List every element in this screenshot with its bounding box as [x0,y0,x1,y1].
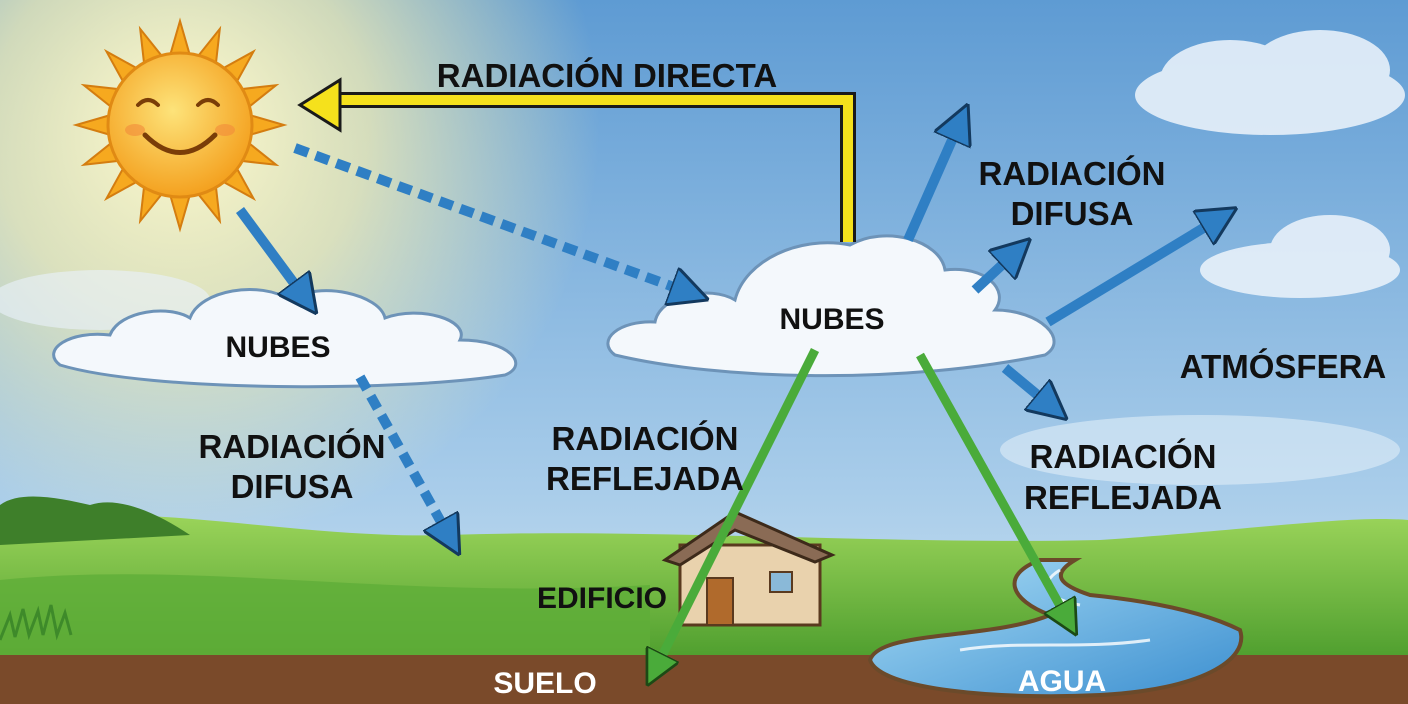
label-reflected-right-1: RADIACIÓN [1030,438,1217,475]
cloud-left [52,288,518,389]
label-clouds-right: NUBES [779,303,884,336]
label-building: EDIFICIO [537,582,667,615]
label-diffuse-left-1: RADIACIÓN [199,428,386,465]
diffuse-radiation-arrows [235,122,1220,538]
label-direct-radiation: RADIACIÓN DIRECTA [437,57,777,94]
label-reflected-center-1: RADIACIÓN [552,420,739,457]
house-icon [661,510,836,627]
direct-radiation-arrow [297,77,856,242]
background-clouds [0,30,1405,485]
label-diffuse-top-2: DIFUSA [1011,195,1134,232]
reflected-radiation-arrows [655,347,1068,670]
sun-icon [72,17,288,233]
label-diffuse-top-1: RADIACIÓN [979,155,1166,192]
label-reflected-center-2: REFLEJADA [546,460,744,497]
label-ground: SUELO [493,667,596,700]
label-atmosphere: ATMÓSFERA [1180,348,1387,385]
label-reflected-right-2: REFLEJADA [1024,479,1222,516]
label-diffuse-left-2: DIFUSA [231,468,354,505]
label-clouds-left: NUBES [225,331,330,364]
label-water: AGUA [1018,665,1106,698]
